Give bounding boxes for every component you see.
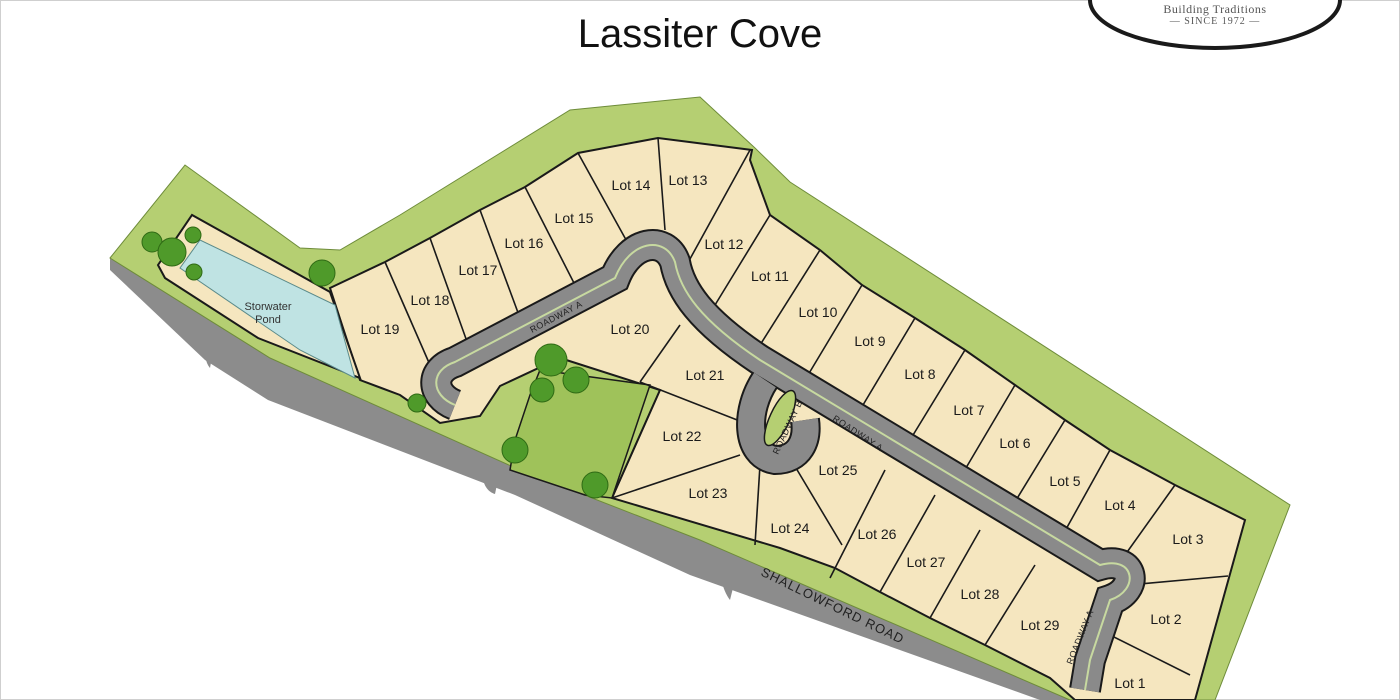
lot-15-label: Lot 15 <box>555 210 594 226</box>
lot-23-label: Lot 23 <box>689 485 728 501</box>
lot-8-label: Lot 8 <box>904 366 935 382</box>
logo-tagline: Building Traditions <box>1163 2 1267 16</box>
lot-5-label: Lot 5 <box>1049 473 1080 489</box>
lot-labels: Lot 1 Lot 2 Lot 3 Lot 4 Lot 5 Lot 6 Lot … <box>361 172 1204 691</box>
lot-11-label: Lot 11 <box>751 268 789 284</box>
lot-20-label: Lot 20 <box>611 321 650 337</box>
lot-1-label: Lot 1 <box>1114 675 1145 691</box>
company-logo <box>1088 0 1342 50</box>
lot-10-label: Lot 10 <box>799 304 838 320</box>
lot-26-label: Lot 26 <box>858 526 897 542</box>
lot-22-label: Lot 22 <box>663 428 702 444</box>
shallowford-road <box>110 242 1070 700</box>
lot-24-label: Lot 24 <box>771 520 810 536</box>
lot-6-label: Lot 6 <box>999 435 1030 451</box>
lot-17-label: Lot 17 <box>459 262 498 278</box>
roadway-a <box>420 229 1146 693</box>
lot-4-label: Lot 4 <box>1104 497 1135 513</box>
pond-label-1: Storwater <box>244 301 291 313</box>
lot-14-label: Lot 14 <box>612 177 651 193</box>
lot-21-label: Lot 21 <box>686 367 725 383</box>
page-title: Lassiter Cove <box>577 12 823 56</box>
trees <box>141 226 609 499</box>
lot-28-label: Lot 28 <box>961 586 1000 602</box>
lot-9-label: Lot 9 <box>854 333 885 349</box>
lot-18-label: Lot 18 <box>411 292 450 308</box>
lot-12-label: Lot 12 <box>705 236 744 252</box>
lot-29-label: Lot 29 <box>1021 617 1060 633</box>
roadway-b <box>736 371 821 476</box>
lot-lines <box>384 137 1229 676</box>
lot-7-label: Lot 7 <box>953 402 984 418</box>
lot-13-label: Lot 13 <box>669 172 708 188</box>
lot-3-label: Lot 3 <box>1172 531 1203 547</box>
pond-label-2: Pond <box>255 314 281 326</box>
lot-27-label: Lot 27 <box>907 554 946 570</box>
lot-16-label: Lot 16 <box>505 235 544 251</box>
lot-25-label: Lot 25 <box>819 462 858 478</box>
lot-2-label: Lot 2 <box>1150 611 1181 627</box>
logo-since: — SINCE 1972 — <box>1169 16 1261 27</box>
lot-19-label: Lot 19 <box>361 321 400 337</box>
stormwater-pond: Storwater Pond <box>156 213 362 380</box>
